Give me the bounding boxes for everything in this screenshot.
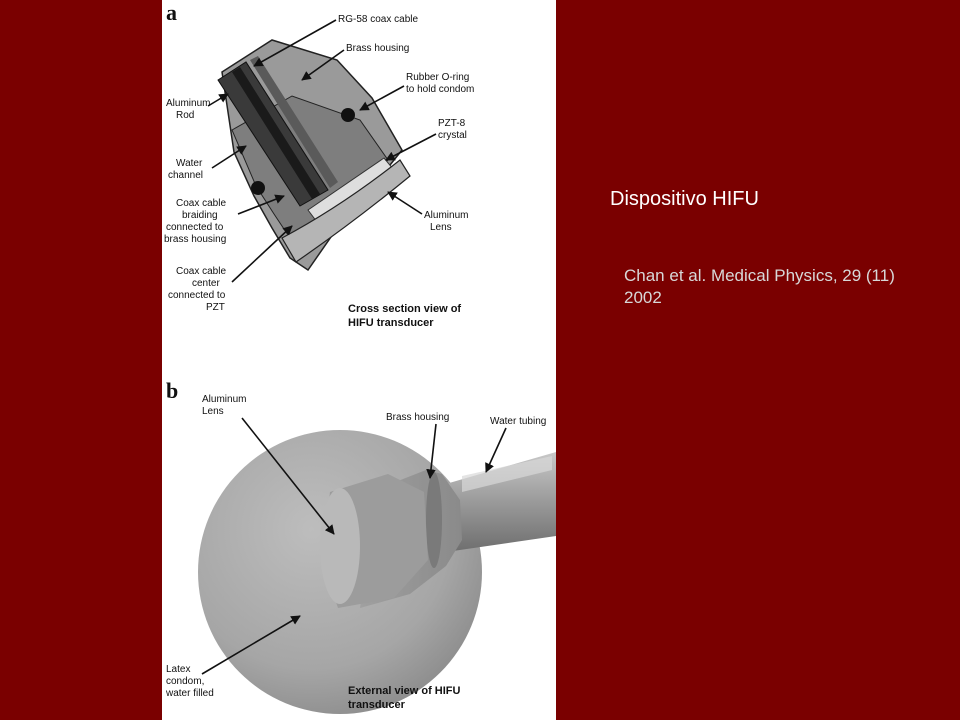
caption-a-2: HIFU transducer — [348, 317, 434, 329]
label-lens-a-2: Lens — [430, 222, 452, 233]
o-ring-left — [251, 181, 265, 195]
label-braid-2: braiding — [182, 210, 218, 221]
label-center-1: Coax cable — [176, 266, 226, 277]
slide-title: Dispositivo HIFU — [610, 188, 759, 210]
housing-ring — [426, 472, 442, 568]
coax-outer-shape — [250, 56, 338, 188]
label-center-4: PZT — [206, 302, 225, 313]
label-lens-b-1: Aluminum — [202, 394, 246, 405]
label-latex-2: condom, — [166, 676, 204, 687]
label-latex-3: water filled — [165, 688, 214, 699]
label-water-1: Water — [176, 158, 203, 169]
arrow-braid — [237, 194, 285, 215]
aluminum-lens-shape — [281, 159, 411, 263]
external-view-drawing — [198, 430, 556, 714]
arrow-alrod — [207, 93, 229, 107]
label-alrod-2: Rod — [176, 110, 194, 121]
caption-b-2: transducer — [348, 699, 406, 711]
arrow-water — [211, 145, 247, 169]
o-ring-top — [341, 108, 355, 122]
panel-a-letter: a — [166, 0, 177, 25]
arrow-tubing — [485, 427, 507, 473]
water-tubing-shape — [432, 452, 556, 552]
arrow-lens-a — [387, 191, 423, 215]
arrow-oring — [359, 85, 405, 111]
label-brass-a: Brass housing — [346, 43, 409, 54]
arrow-brass-b — [426, 423, 437, 479]
figure-panel: a RG-58 coax cable Brass housing Rubber … — [162, 0, 556, 720]
hifu-diagram: a RG-58 coax cable Brass housing Rubber … — [164, 0, 556, 714]
label-braid-3: connected to — [166, 222, 224, 233]
arrow-pzt — [385, 133, 437, 161]
label-latex-1: Latex — [166, 664, 190, 675]
label-oring-1: Rubber O-ring — [406, 72, 469, 83]
label-oring-2: to hold condom — [406, 84, 474, 95]
arrow-rg58 — [253, 19, 337, 67]
arrow-brass-a — [301, 49, 345, 81]
label-water-2: channel — [168, 170, 203, 181]
label-tubing: Water tubing — [490, 416, 546, 427]
caption-a-1: Cross section view of — [348, 303, 461, 315]
arrow-latex — [201, 615, 301, 675]
panel-b-letter: b — [166, 378, 178, 403]
tubing-highlight — [462, 456, 552, 492]
label-alrod-1: Aluminum — [166, 98, 210, 109]
label-center-3: connected to — [168, 290, 226, 301]
label-rg58: RG-58 coax cable — [338, 14, 418, 25]
label-braid-1: Coax cable — [176, 198, 226, 209]
coax-cable-shape — [232, 67, 320, 199]
citation-text: Chan et al. Medical Physics, 29 (11) 200… — [624, 266, 895, 307]
cross-section-drawing — [217, 39, 411, 272]
lens-face — [320, 488, 360, 604]
arrow-center — [231, 225, 293, 283]
label-lens-b-2: Lens — [202, 406, 224, 417]
label-center-2: center — [192, 278, 220, 289]
label-pzt-1: PZT-8 — [438, 118, 466, 129]
caption-b-1: External view of HIFU — [348, 685, 461, 697]
label-braid-4: brass housing — [164, 234, 226, 245]
label-brass-b: Brass housing — [386, 412, 449, 423]
arrow-lens-b — [241, 417, 335, 535]
label-pzt-2: crystal — [438, 130, 467, 141]
label-lens-a-1: Aluminum — [424, 210, 468, 221]
